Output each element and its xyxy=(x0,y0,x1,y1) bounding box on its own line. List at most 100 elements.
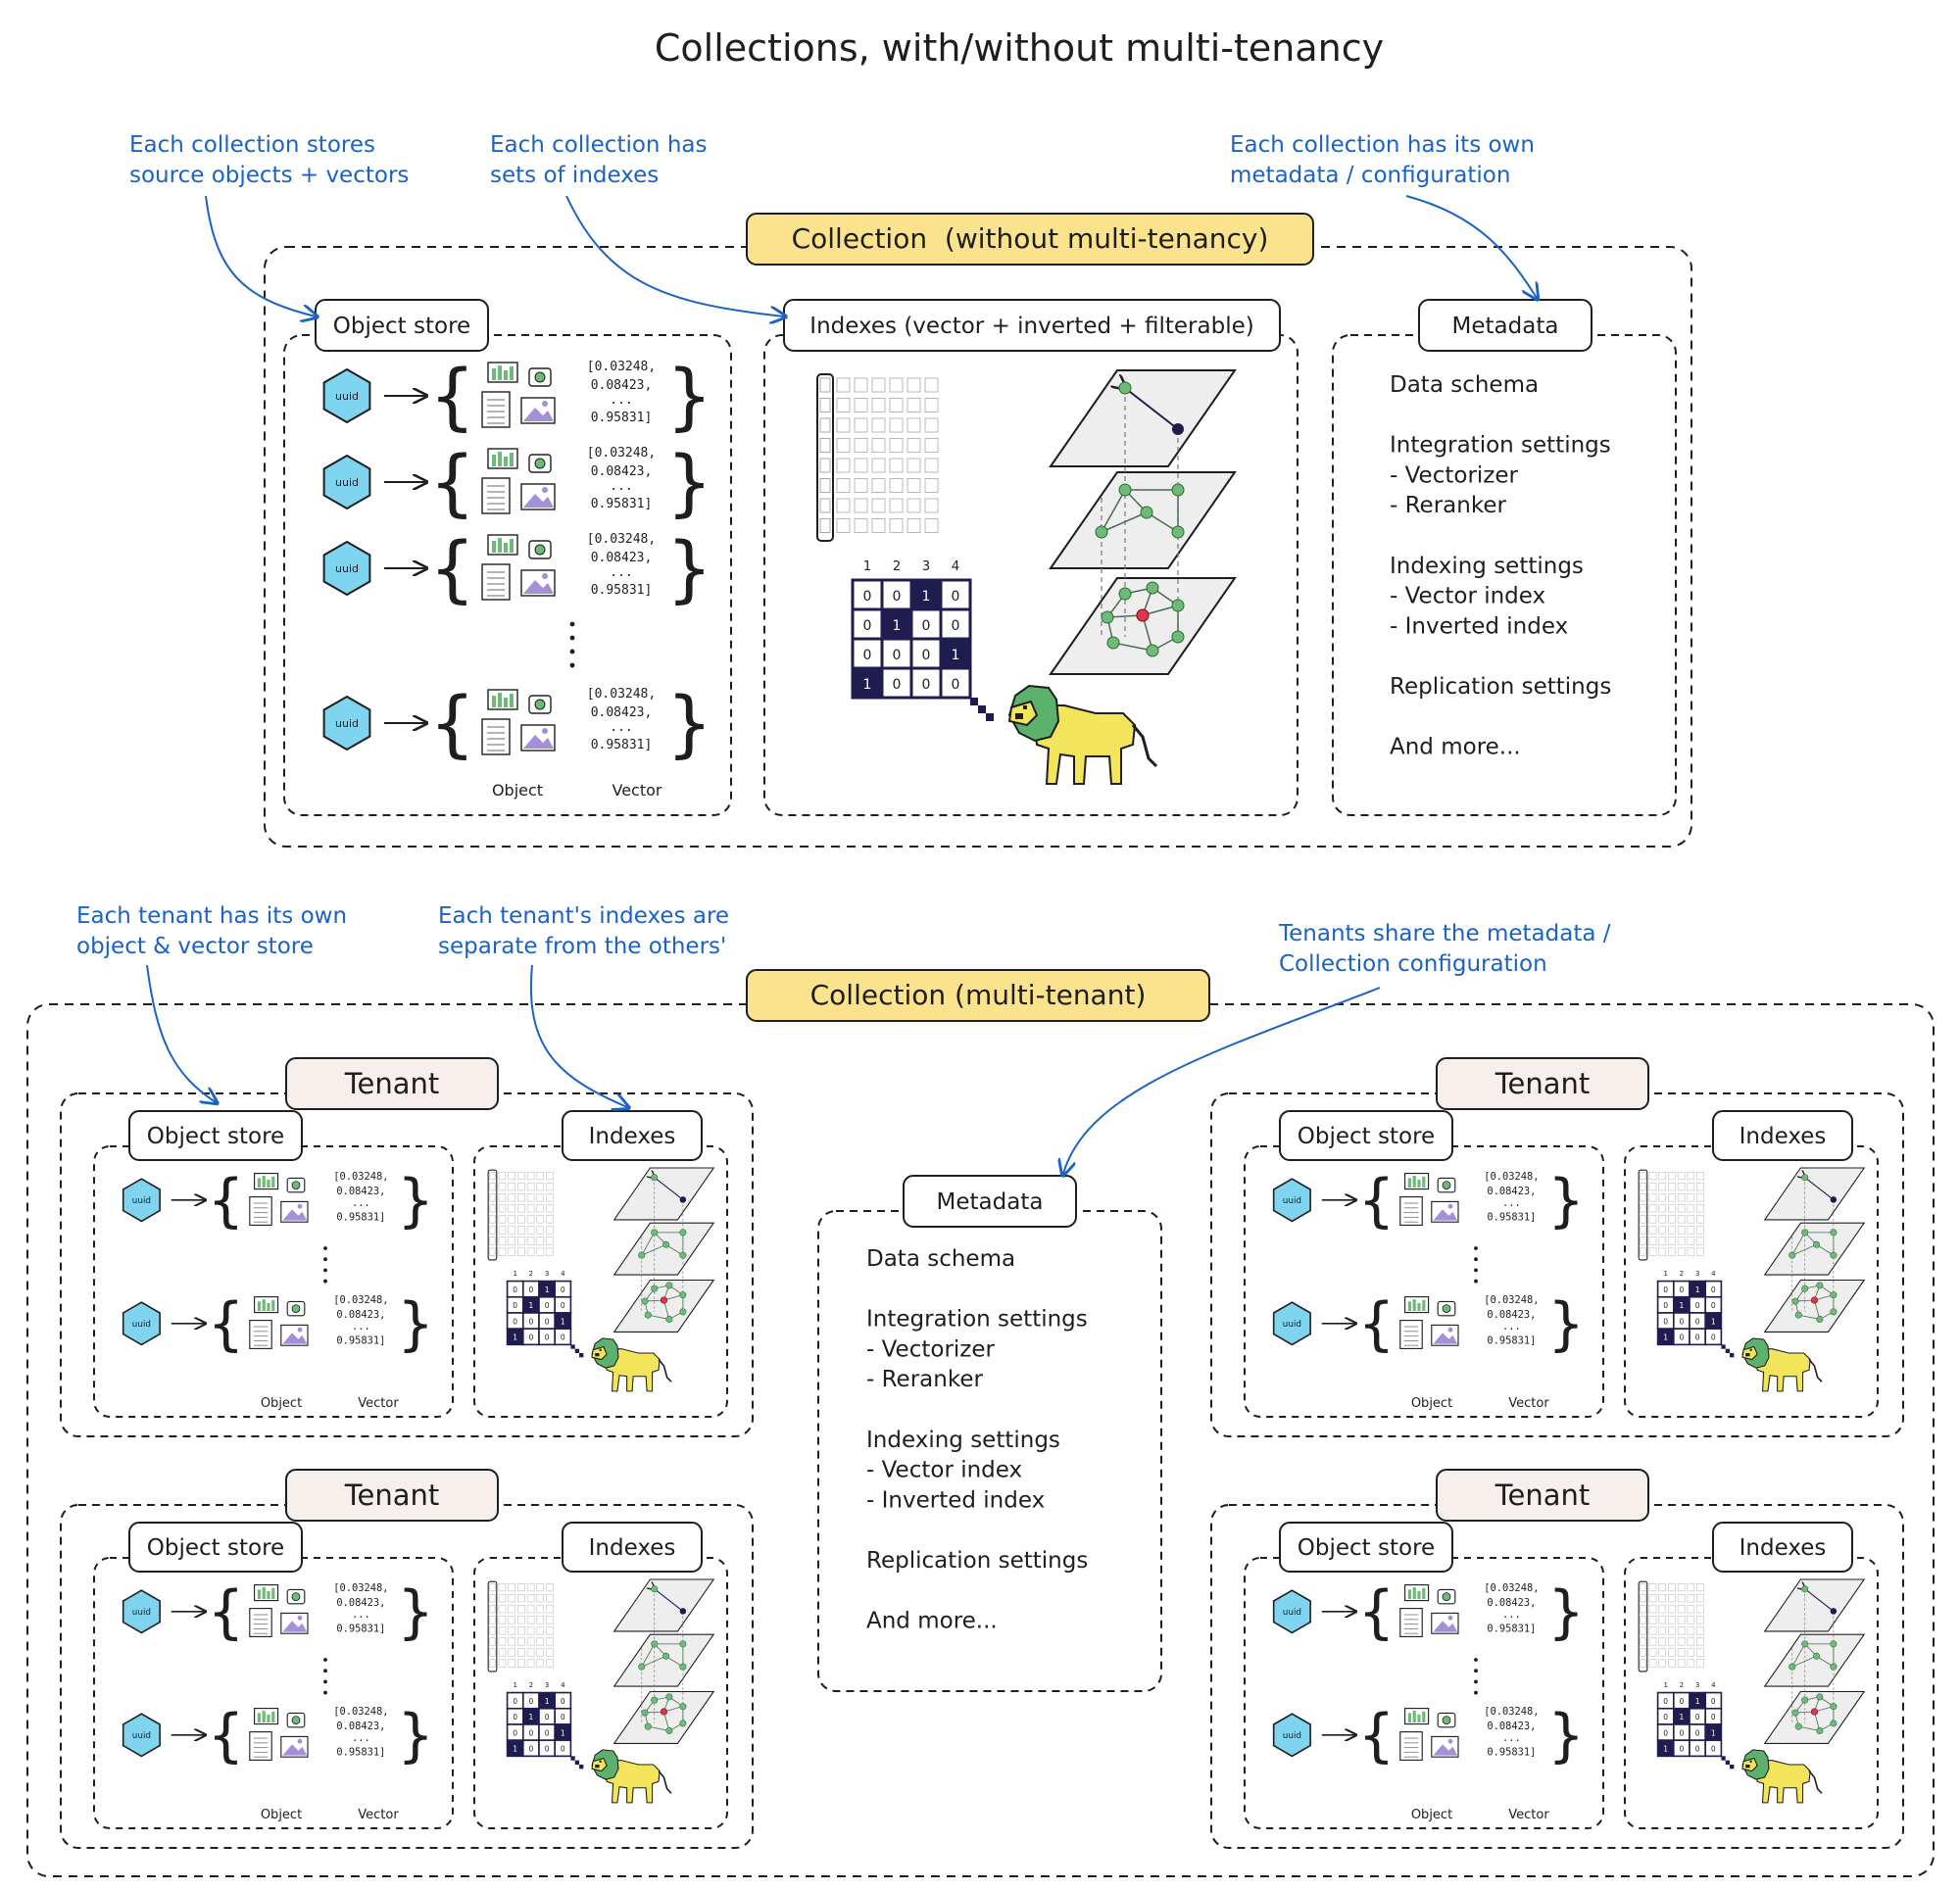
inverted-index-cell xyxy=(498,1247,507,1256)
inverted-index-cell xyxy=(1658,1605,1666,1614)
inverted-index-cell xyxy=(517,1247,525,1256)
inverted-index-cell xyxy=(1648,1236,1657,1245)
hnsw-node xyxy=(679,1291,687,1299)
inverted-index-cell xyxy=(526,1215,535,1224)
document-thumbnail xyxy=(481,563,511,601)
brace-left: { xyxy=(208,1702,245,1770)
inverted-index-cell xyxy=(1668,1648,1676,1657)
inverted-index-cell xyxy=(1648,1183,1657,1191)
inverted-index-key-cell xyxy=(1640,1236,1646,1245)
metadata-item: Data schema xyxy=(1390,372,1539,398)
hnsw-node xyxy=(1146,581,1159,595)
chart-thumbnail-bar xyxy=(504,370,508,380)
uuid-hexagon xyxy=(1272,1589,1311,1634)
inverted-index-cell xyxy=(1648,1659,1657,1668)
annotation-objects-arrow xyxy=(205,195,316,316)
annotation-shared-metadata: Tenants share the metadata / Collection … xyxy=(1278,921,1618,977)
vector-value: 0.95831] xyxy=(336,1624,385,1635)
bitmap-value: 1 xyxy=(1663,1745,1668,1754)
chart-thumbnail-bar xyxy=(257,1301,261,1311)
chart-thumbnail-bar xyxy=(267,1715,270,1722)
tenant-vector-caption: Vector xyxy=(1508,1808,1549,1822)
inverted-index-cell xyxy=(517,1215,525,1224)
inverted-index-key-cell xyxy=(819,498,831,513)
inverted-index-cell xyxy=(889,498,904,513)
bitmap-cell xyxy=(939,666,972,700)
bitmap-column-label: 1 xyxy=(513,1680,516,1689)
bitmap-cell xyxy=(909,666,943,700)
lion-eye xyxy=(1749,1348,1752,1351)
tenant-indexes-label: Indexes xyxy=(589,1535,676,1561)
bitmap-cell xyxy=(1704,1328,1723,1346)
hnsw-layer xyxy=(612,1167,715,1221)
ellipsis-dot xyxy=(1474,1669,1478,1673)
inverted-index-cell xyxy=(498,1616,507,1624)
diagram-title: Collections, with/without multi-tenancy xyxy=(655,26,1384,70)
tenant-object-store-label: Object store xyxy=(147,1535,284,1561)
bitmap-value: 0 xyxy=(1679,1728,1684,1737)
inverted-index-cell xyxy=(1658,1183,1666,1191)
inverted-index-cell xyxy=(1658,1626,1666,1635)
vector-value: ... xyxy=(1502,1609,1521,1621)
lion-eye xyxy=(1023,705,1027,709)
bitmap-pixel xyxy=(1730,1353,1735,1358)
bitmap-column-label: 3 xyxy=(1695,1269,1699,1278)
lion-mouth xyxy=(595,1765,600,1769)
bitmap-column-label: 3 xyxy=(1695,1680,1699,1689)
hnsw-edge xyxy=(641,1232,656,1256)
object-store-tag xyxy=(315,299,489,352)
vector-value: 0.95831] xyxy=(1487,1624,1536,1635)
bitmap-value: 0 xyxy=(528,1745,533,1754)
lion-tail xyxy=(658,1358,672,1382)
hnsw-node xyxy=(1118,483,1132,497)
inverted-index-cell xyxy=(1668,1172,1676,1181)
hnsw-node xyxy=(679,1640,687,1648)
inverted-index-cell xyxy=(517,1183,525,1191)
chart-thumbnail-bar xyxy=(504,698,508,707)
brace-right: } xyxy=(666,441,712,525)
inverted-index-cell xyxy=(1677,1204,1686,1213)
collection-tag-label: Collection (without multi-tenancy) xyxy=(792,222,1269,255)
inverted-index-cell xyxy=(1668,1204,1676,1213)
inverted-index-key-cell xyxy=(1640,1616,1646,1624)
document-thumbnail xyxy=(481,477,511,514)
inverted-index-cell xyxy=(924,498,939,513)
inverted-index-key-cell xyxy=(819,398,831,412)
tenant-object-store-tag xyxy=(1279,1522,1453,1573)
inverted-index-cell xyxy=(498,1659,507,1668)
vector-value: 0.95831] xyxy=(336,1747,385,1759)
bitmap-value: 0 xyxy=(1695,1728,1700,1737)
tenant-object-store-panel xyxy=(93,1557,454,1829)
tenant-vector-caption: Vector xyxy=(358,1396,399,1411)
metadata-item: - Vector index xyxy=(1390,584,1545,609)
chart-thumbnail-bar xyxy=(510,453,514,466)
chart-thumbnail-bar xyxy=(1412,1711,1416,1722)
hnsw-node xyxy=(1830,1291,1838,1299)
tenant-indexes-label: Indexes xyxy=(1740,1124,1827,1149)
inverted-index-key-cell xyxy=(1640,1215,1646,1224)
inverted-index-cell xyxy=(871,478,886,493)
ellipsis-dot xyxy=(323,1658,327,1662)
inverted-index-cell xyxy=(498,1236,507,1245)
inverted-index-cell xyxy=(508,1193,515,1202)
annotation-metadata: Each collection has its own metadata / c… xyxy=(1230,132,1542,188)
hnsw-node xyxy=(1816,1315,1824,1323)
inverted-index-cell xyxy=(1696,1637,1704,1646)
inverted-index-cell xyxy=(498,1626,507,1635)
hnsw-node xyxy=(1095,525,1108,539)
bitmap-value: 0 xyxy=(863,589,872,605)
inverted-index-cell xyxy=(1687,1204,1695,1213)
badge-thumbnail-dot xyxy=(291,1304,301,1314)
hnsw-node xyxy=(1118,587,1132,601)
lion-body xyxy=(605,1348,661,1392)
inverted-index-cell xyxy=(906,498,921,513)
hnsw-node xyxy=(1801,1585,1809,1593)
top-annotations: Each collection stores source objects + … xyxy=(129,132,1542,316)
hnsw-edge xyxy=(1805,1178,1835,1200)
hnsw-node xyxy=(651,1696,659,1704)
inverted-index-cell xyxy=(924,398,939,412)
hnsw-node xyxy=(1830,1720,1838,1727)
inverted-index-cell xyxy=(1677,1616,1686,1624)
document-thumbnail xyxy=(249,1608,272,1637)
